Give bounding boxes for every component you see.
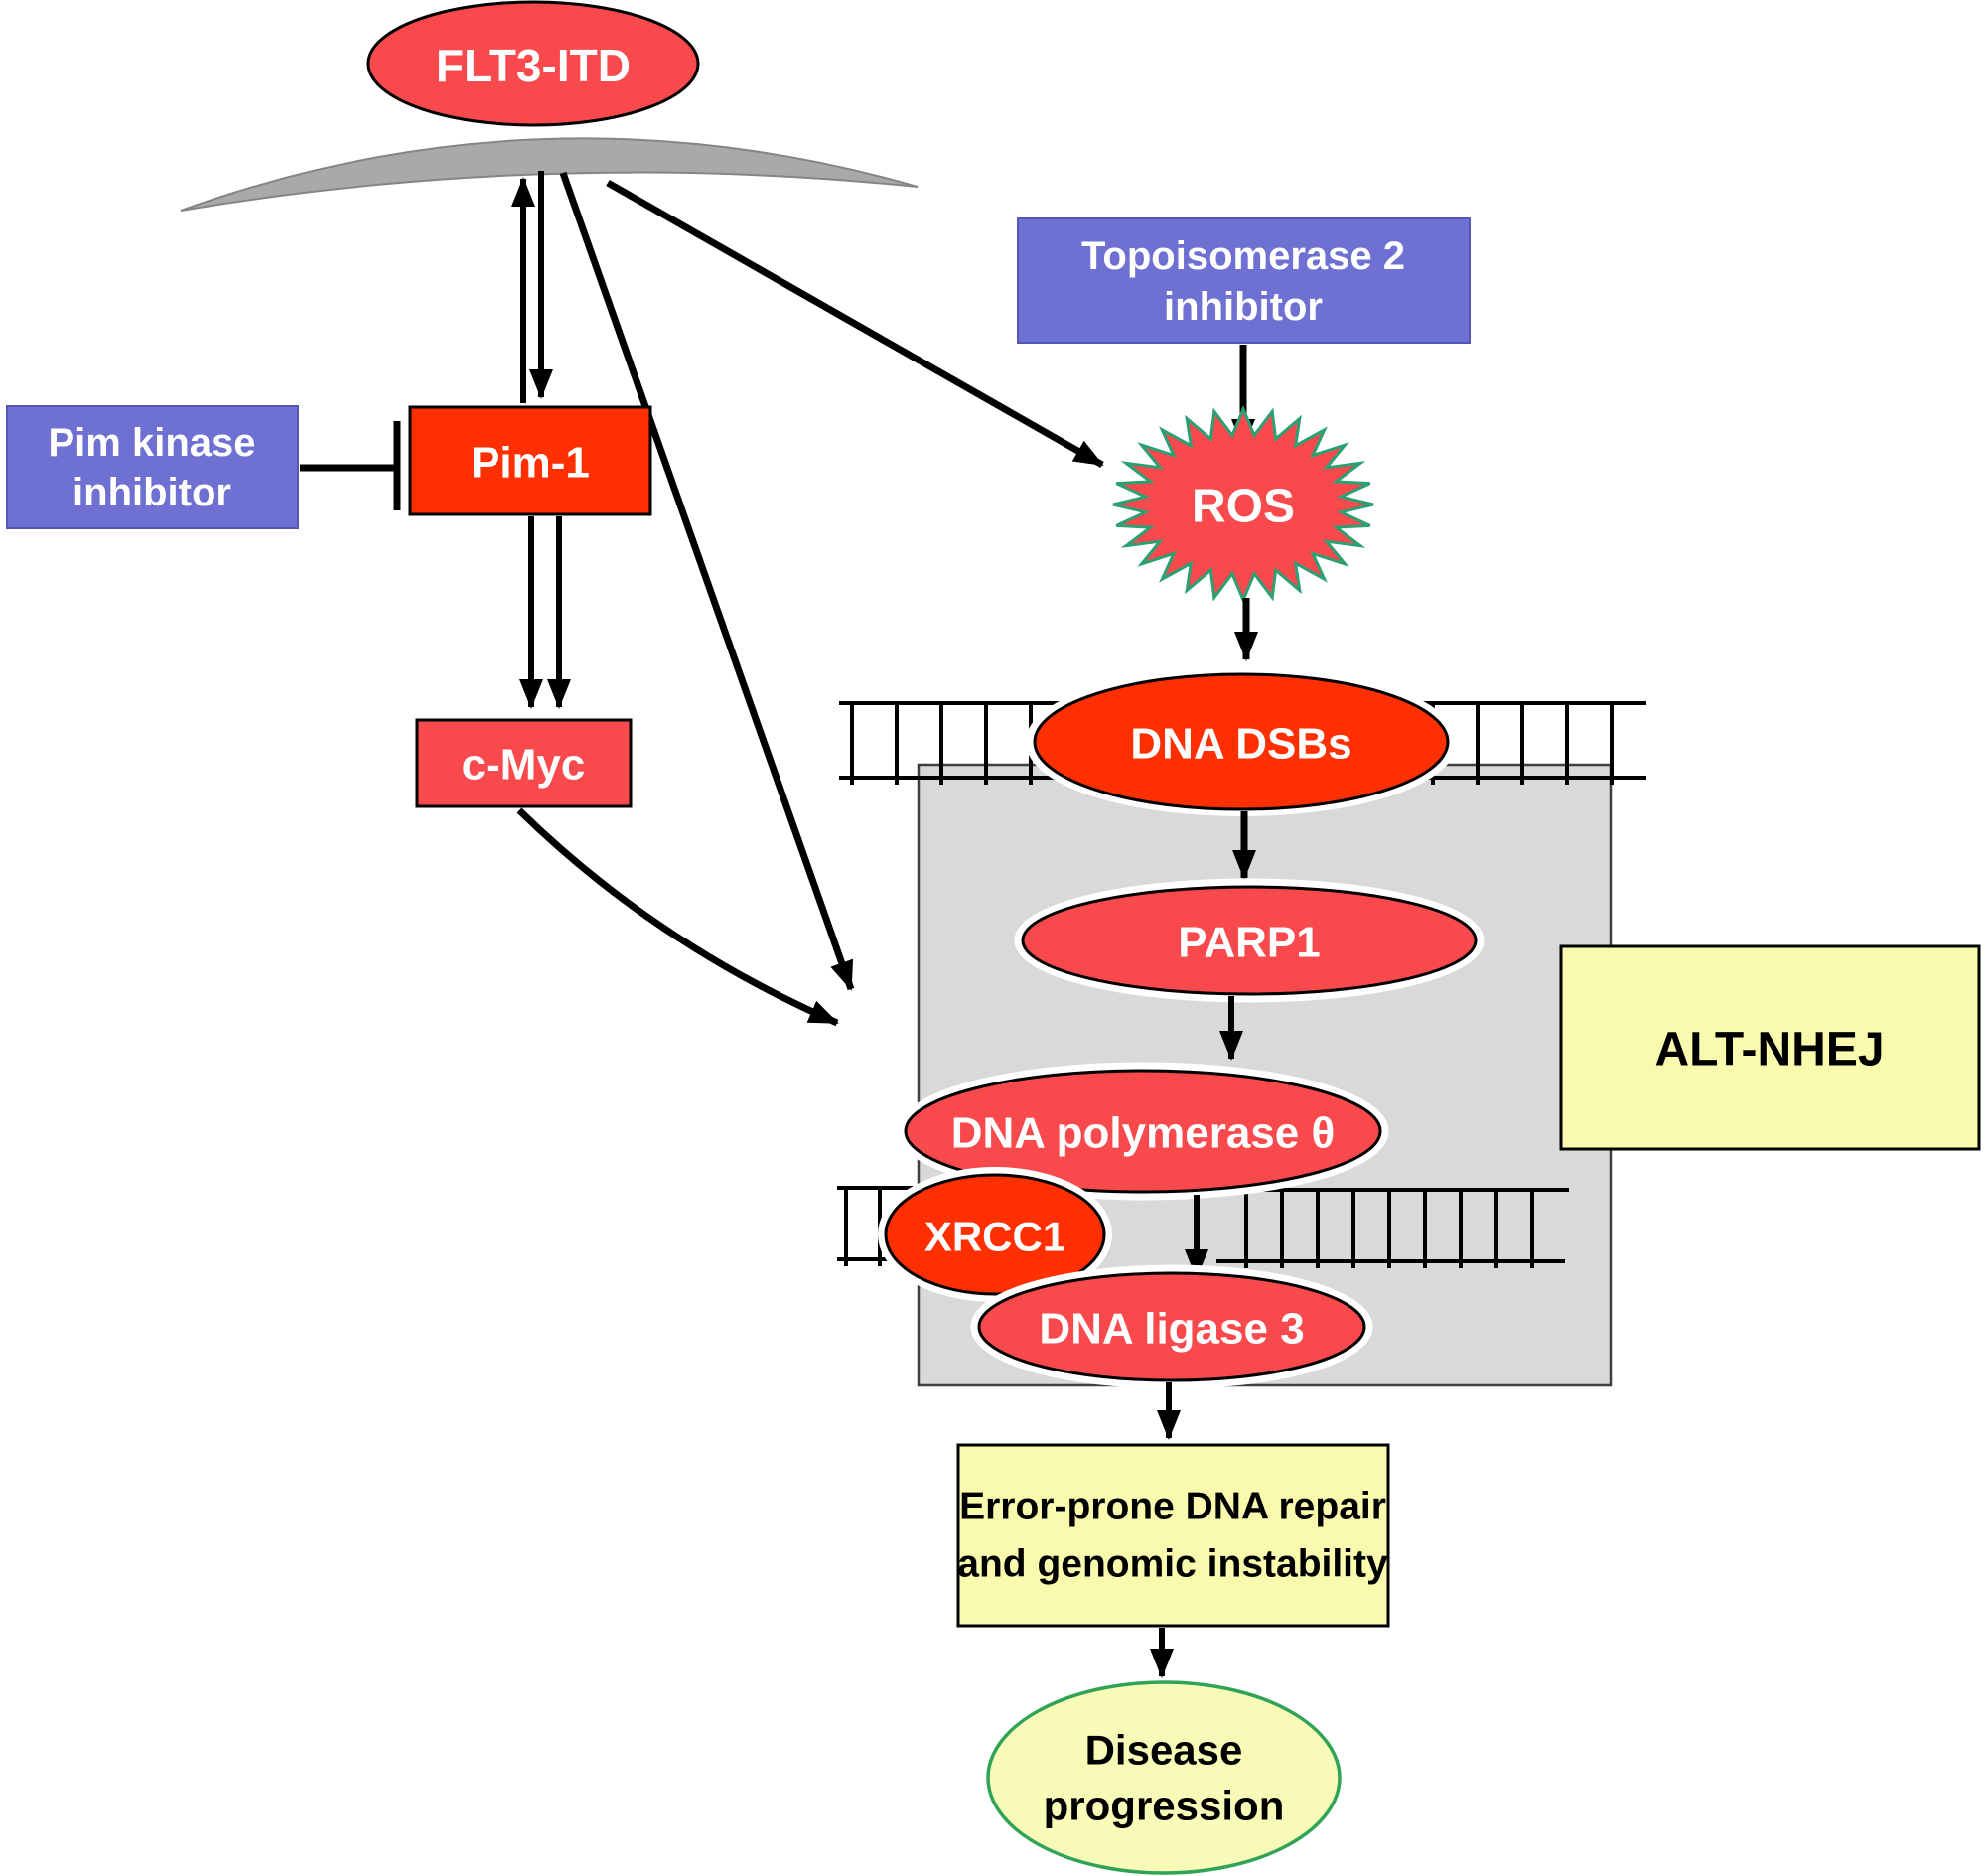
- flt3-itd-node: FLT3-ITD: [366, 0, 700, 127]
- error-prone-line1: Error-prone DNA repair: [959, 1486, 1386, 1528]
- disease-progression-line1: Disease: [1085, 1727, 1243, 1774]
- dna-ligase3-label: DNA ligase 3: [1039, 1305, 1304, 1354]
- dna-dsbs-label: DNA DSBs: [1130, 720, 1351, 769]
- pim-kinase-inhibitor-line1: Pim kinase: [48, 421, 255, 465]
- pim1-label: Pim-1: [471, 439, 590, 488]
- alt-nhej-node: ALT-NHEJ: [1559, 944, 1981, 1151]
- dna-ligase3-node: DNA ligase 3: [970, 1264, 1373, 1389]
- parp1-label: PARP1: [1178, 919, 1320, 967]
- arrow-membrane-to-ros: [606, 179, 1104, 469]
- error-prone-node: Error-prone DNA repair and genomic insta…: [956, 1443, 1390, 1628]
- pim1-node: Pim-1: [408, 405, 652, 516]
- flt3-itd-label: FLT3-ITD: [436, 40, 631, 91]
- error-prone-line2: and genomic instability: [957, 1543, 1388, 1586]
- cmyc-label: c-Myc: [462, 741, 586, 790]
- parp1-node: PARP1: [1014, 878, 1485, 1003]
- dna-ladder-lower-right: [1216, 1188, 1569, 1268]
- alt-nhej-label: ALT-NHEJ: [1654, 1024, 1884, 1077]
- topo2-inhibitor-node: Topoisomerase 2 inhibitor: [1017, 217, 1471, 344]
- xrcc1-label: XRCC1: [924, 1214, 1065, 1260]
- arrow-membrane-to-pol-theta: [559, 171, 855, 991]
- topo2-inhibitor-line1: Topoisomerase 2: [1081, 234, 1405, 278]
- dna-pol-theta-label: DNA polymerase θ: [951, 1109, 1336, 1158]
- pim-kinase-inhibitor-node: Pim kinase inhibitor: [6, 405, 299, 529]
- pim-kinase-inhibitor-line2: inhibitor: [72, 471, 231, 514]
- ros-label: ROS: [1192, 481, 1295, 533]
- topo2-inhibitor-line2: inhibitor: [1164, 285, 1323, 329]
- dna-pol-theta-node: DNA polymerase θ: [897, 1062, 1389, 1201]
- xrcc1-node: XRCC1: [878, 1167, 1112, 1302]
- disease-progression-line2: progression: [1044, 1783, 1285, 1829]
- cmyc-node: c-Myc: [415, 718, 633, 808]
- cell-membrane: [180, 137, 919, 212]
- arrow-cmyc-to-pol-theta: [516, 807, 839, 1027]
- disease-progression-node: Disease progression: [986, 1680, 1342, 1875]
- ros-node: ROS: [1112, 405, 1374, 604]
- dna-dsbs-node: DNA DSBs: [1026, 667, 1457, 816]
- inhibit-tbar-pim: [300, 421, 401, 510]
